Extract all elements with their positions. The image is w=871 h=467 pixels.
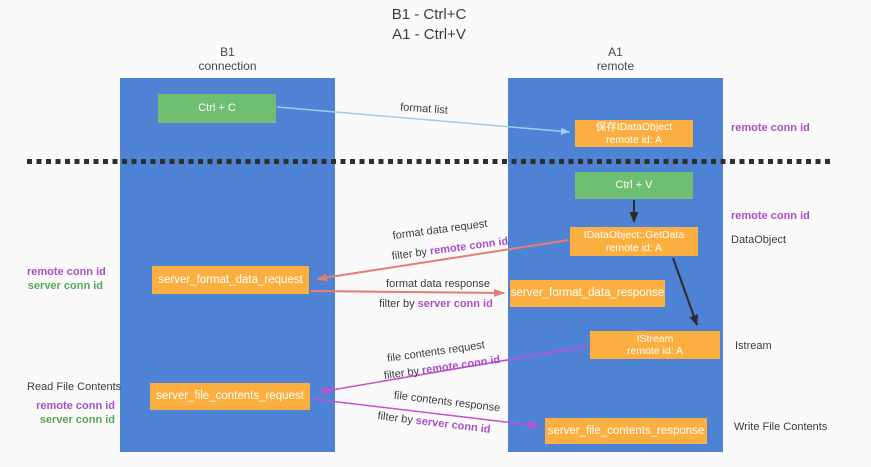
read-file-contents-label: Read File Contents	[27, 381, 122, 393]
ctrl-v-box: Ctrl + V	[575, 172, 693, 199]
getdata-box: IDataObject::GetData remote id: A	[570, 227, 698, 256]
format-data-response-label: format data response	[386, 278, 490, 290]
save-idataobject-line1: 保存IDataObject	[595, 121, 673, 133]
dashed-separator-line	[27, 159, 834, 164]
format-data-request-label: format data request	[391, 217, 489, 243]
format-data-response-arrow	[310, 288, 505, 297]
left-server-conn-id-label-1: server conn id	[27, 280, 103, 292]
server-format-data-request-box: server_format_data_request	[152, 266, 309, 294]
right-remote-conn-id-label-2: remote conn id	[731, 210, 810, 222]
right-column-header: A1 remote	[508, 45, 723, 73]
filter-by-text: filter by	[376, 410, 414, 427]
right-column-title: A1	[608, 45, 623, 59]
filter-by-text: filter by	[391, 246, 428, 263]
file-contents-response-label: file contents response	[393, 389, 501, 415]
getdata-line2: remote id: A	[605, 241, 663, 254]
left-remote-conn-id-label-1: remote conn id	[27, 266, 106, 278]
server-format-data-request-label: server_format_data_request	[158, 273, 303, 286]
diagram-title: B1 - Ctrl+C A1 - Ctrl+V	[339, 5, 519, 45]
left-column-subtitle: connection	[198, 59, 257, 73]
title-line-2: A1 - Ctrl+V	[392, 26, 466, 43]
remote-conn-id-text: remote conn id	[429, 235, 509, 258]
server-format-data-response-box: server_format_data_response	[510, 280, 665, 307]
server-conn-id-text: server conn id	[417, 298, 493, 310]
server-file-contents-request-label: server_file_contents_request	[156, 390, 304, 402]
server-format-data-response-label: server_format_data_response	[510, 287, 665, 299]
write-file-contents-label: Write File Contents	[734, 421, 828, 433]
getdata-line1: IDataObject::GetData	[583, 229, 685, 241]
istream-line2: remote id: A	[626, 345, 684, 357]
ctrl-c-label: Ctrl + C	[198, 102, 236, 114]
ctrl-c-box: Ctrl + C	[158, 94, 276, 123]
istream-box: IStream remote id: A	[590, 331, 720, 359]
istream-side-label: Istream	[735, 340, 772, 352]
server-file-contents-response-label: server_file_contents_response	[547, 424, 705, 437]
format-list-label: format list	[399, 101, 449, 117]
right-column-subtitle: remote	[596, 59, 635, 73]
title-line-1: B1 - Ctrl+C	[391, 6, 467, 23]
right-remote-conn-id-label-1: remote conn id	[731, 122, 810, 134]
save-idataobject-line2: remote id: A	[605, 133, 663, 146]
filter-by-text: filter by	[383, 365, 420, 383]
dataobject-label: DataObject	[731, 234, 787, 246]
istream-line1: IStream	[636, 332, 674, 345]
ctrl-v-label: Ctrl + V	[615, 179, 653, 191]
left-column-title: B1	[220, 45, 235, 59]
left-remote-conn-id-label-2: remote conn id	[36, 400, 115, 412]
server-file-contents-request-box: server_file_contents_request	[150, 383, 310, 410]
save-idataobject-box: 保存IDataObject remote id: A	[575, 120, 693, 147]
left-column-header: B1 connection	[120, 45, 335, 73]
left-server-conn-id-label-2: server conn id	[39, 414, 115, 426]
server-file-contents-response-box: server_file_contents_response	[545, 418, 707, 444]
filter-by-text: filter by	[379, 298, 415, 310]
server-conn-id-text: server conn id	[415, 414, 492, 436]
